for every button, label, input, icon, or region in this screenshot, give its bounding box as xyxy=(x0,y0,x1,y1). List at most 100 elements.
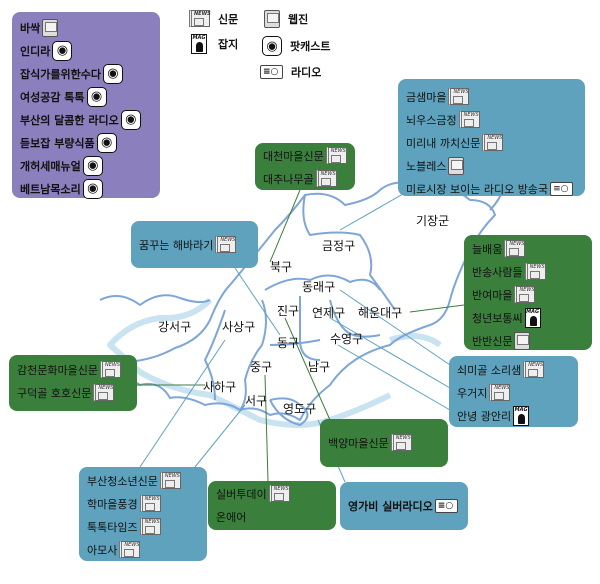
bukgu-box: 대천마을신문대추나무골 xyxy=(255,143,355,190)
sasang-box: 꿈꾸는 해바라기 xyxy=(131,221,258,268)
news-icon xyxy=(268,485,290,502)
media-name: 대추나무골 xyxy=(263,172,314,186)
legend-podcast: ◉팟캐스트 xyxy=(260,36,330,56)
news-icon xyxy=(139,518,161,535)
media-item[interactable]: 온에어 xyxy=(216,505,328,528)
media-name: 백양마을신문 xyxy=(328,436,389,450)
media-item[interactable]: 대추나무골 xyxy=(263,167,347,190)
legend-radio: ≡○라디오 xyxy=(258,64,321,80)
podcast-icon: ◉ xyxy=(96,132,117,153)
media-name: 안녕 광안리 xyxy=(457,409,512,423)
junggu-box: 실버투데이온에어 xyxy=(208,481,336,530)
yeongdo-box: 영가비 실버라디오≡○ xyxy=(340,482,468,530)
legend-webzine: 웹진 xyxy=(262,10,308,28)
news-icon xyxy=(523,361,545,378)
media-name: 우거지 xyxy=(457,386,488,400)
media-item[interactable]: 반여마을 xyxy=(472,283,584,306)
news-icon xyxy=(458,111,480,128)
news-icon xyxy=(189,10,211,27)
radio-icon: ≡○ xyxy=(260,65,283,79)
media-item[interactable]: 반반신문 xyxy=(472,329,584,352)
media-name: 반반신문 xyxy=(472,334,513,348)
media-item[interactable]: 늘배움 xyxy=(472,237,584,260)
media-name: 베트남목소리 xyxy=(20,182,81,196)
media-item[interactable]: 부산청소년신문 xyxy=(87,469,199,492)
news-icon xyxy=(504,240,526,257)
media-item[interactable]: 잡식가를위한수다◉ xyxy=(20,62,152,85)
media-name: 꿈꾸는 해바라기 xyxy=(139,238,214,252)
media-item[interactable]: 감천문화마을신문 xyxy=(17,358,129,381)
podcast-icon: ◉ xyxy=(86,86,107,107)
district-label: 북구 xyxy=(270,260,293,274)
media-name: 인디라 xyxy=(20,44,51,58)
media-name: 반여마을 xyxy=(472,288,513,302)
district-label: 연제구 xyxy=(312,306,346,320)
media-item[interactable]: 개허세매뉴얼◉ xyxy=(20,154,152,177)
district-label: 동구 xyxy=(277,336,300,350)
media-name: 청년보통씨 xyxy=(472,311,523,325)
media-item[interactable]: 바싹 xyxy=(20,16,152,39)
media-item[interactable]: 영가비 실버라디오≡○ xyxy=(348,494,460,517)
media-item[interactable]: 쇠미골 소리샘 xyxy=(457,358,570,381)
media-item[interactable]: 학마을풍경 xyxy=(87,492,199,515)
district-label: 영도구 xyxy=(283,402,317,416)
media-item[interactable]: 우거지 xyxy=(457,381,570,404)
webzine-icon xyxy=(514,331,531,350)
media-name: 늘배움 xyxy=(472,242,503,256)
media-name: 쇠미골 소리샘 xyxy=(457,363,522,377)
seogu-box: 부산청소년신문학마을풍경톡톡타임즈아모사 xyxy=(79,467,207,561)
media-item[interactable]: 아모사 xyxy=(87,538,199,561)
media-item[interactable]: 뇌우스금정 xyxy=(406,108,577,131)
media-name: 미로시장 보이는 라디오 방송국 xyxy=(406,182,549,196)
district-label: 금정구 xyxy=(322,239,356,253)
media-item[interactable]: 대천마을신문 xyxy=(263,144,347,167)
media-item[interactable]: 백양마을신문 xyxy=(328,431,440,454)
media-name: 개허세매뉴얼 xyxy=(20,159,81,173)
media-name: 금샘마을 xyxy=(406,90,447,104)
media-item[interactable]: 미로시장 보이는 라디오 방송국≡○ xyxy=(406,177,577,200)
media-item[interactable]: 미리내 까치신문 xyxy=(406,131,577,154)
district-label: 수영구 xyxy=(330,332,364,346)
media-item[interactable]: 금샘마을 xyxy=(406,85,577,108)
media-item[interactable]: 톡톡타임즈 xyxy=(87,515,199,538)
media-name: 노블레스 xyxy=(406,159,447,173)
media-name: 잡식가를위한수다 xyxy=(20,67,101,81)
media-item[interactable]: 여성공감 톡톡◉ xyxy=(20,85,152,108)
geumjeong-box: 금샘마을뇌우스금정미리내 까치신문노블레스미로시장 보이는 라디오 방송국≡○ xyxy=(398,79,585,196)
news-icon xyxy=(93,384,115,401)
media-item[interactable]: 듣보잡 부량식품◉ xyxy=(20,131,152,154)
news-icon xyxy=(99,361,121,378)
webzine-icon xyxy=(42,18,59,37)
media-item[interactable]: 구덕골 호호신문 xyxy=(17,381,129,404)
saha-box: 감천문화마을신문구덕골 호호신문 xyxy=(9,355,137,411)
news-icon xyxy=(325,147,347,164)
district-label: 강서구 xyxy=(158,320,192,334)
podcast-icon: ◉ xyxy=(102,63,123,84)
media-item[interactable]: 인디라◉ xyxy=(20,39,152,62)
podcast-icon: ◉ xyxy=(120,109,141,130)
media-name: 뇌우스금정 xyxy=(406,113,457,127)
media-name: 미리내 까치신문 xyxy=(406,136,481,150)
district-label: 기장군 xyxy=(416,214,450,228)
district-label: 해운대구 xyxy=(358,306,403,320)
podcast-icon: ◉ xyxy=(82,155,103,176)
media-item[interactable]: 반송사람들 xyxy=(472,260,584,283)
podcast-icon: ◉ xyxy=(82,178,103,199)
media-item[interactable]: 부산의 달콤한 라디오◉ xyxy=(20,108,152,131)
media-item[interactable]: 노블레스 xyxy=(406,154,577,177)
district-label: 사하구 xyxy=(203,380,237,394)
district-label: 서구 xyxy=(245,394,268,408)
media-item[interactable]: 꿈꾸는 해바라기 xyxy=(139,233,250,256)
magazine-icon: MAG xyxy=(191,34,207,54)
media-name: 대천마을신문 xyxy=(263,149,324,163)
media-name: 여성공감 톡톡 xyxy=(20,90,85,104)
media-item[interactable]: 실버투데이 xyxy=(216,482,328,505)
media-item[interactable]: 베트남목소리◉ xyxy=(20,177,152,200)
media-name: 영가비 실버라디오 xyxy=(348,499,433,513)
district-label: 진구 xyxy=(277,304,300,318)
media-name: 반송사람들 xyxy=(472,265,523,279)
